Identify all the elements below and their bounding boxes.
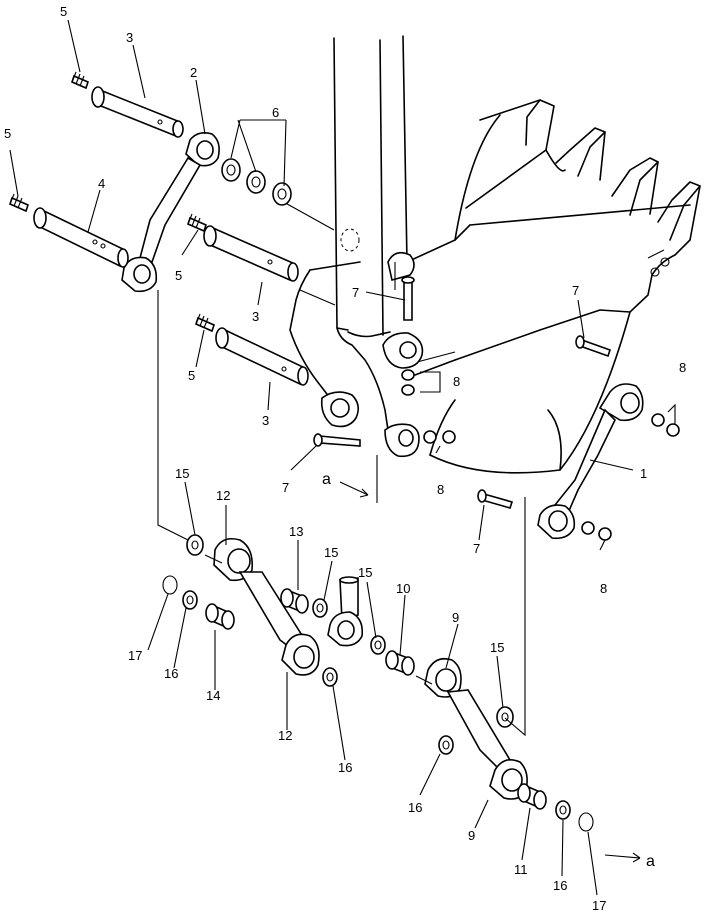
callout-3: 3 <box>262 413 269 428</box>
nuts-part-8 <box>401 369 680 541</box>
callout-17: 17 <box>128 648 142 663</box>
shims-part-6 <box>221 158 292 206</box>
callout-12: 12 <box>278 728 292 743</box>
callout-6: 6 <box>272 105 279 120</box>
callout-labels: 5 3 2 6 5 4 5 3 7 7 8 8 5 3 7 8 1 7 8 15… <box>4 4 686 913</box>
callout-7: 7 <box>572 283 579 298</box>
callout-8: 8 <box>453 374 460 389</box>
callout-5: 5 <box>4 126 11 141</box>
callout-3: 3 <box>126 30 133 45</box>
pin-part-3-lower <box>215 327 309 386</box>
part-1-link-right <box>537 383 644 540</box>
callout-14: 14 <box>206 688 220 703</box>
callout-16: 16 <box>338 760 352 775</box>
callout-17: 17 <box>592 898 606 911</box>
callout-15: 15 <box>358 565 372 580</box>
reference-mark-a: a <box>322 471 331 488</box>
callout-16: 16 <box>164 666 178 681</box>
part-9-link-right <box>415 657 528 800</box>
callout-7: 7 <box>352 285 359 300</box>
callout-15: 15 <box>175 466 189 481</box>
grease-fittings-part-5 <box>9 71 215 333</box>
callout-8: 8 <box>437 482 444 497</box>
pin-part-4 <box>33 207 129 268</box>
reference-mark-a: a <box>646 853 655 870</box>
callout-15: 15 <box>324 545 338 560</box>
callout-2: 2 <box>190 65 197 80</box>
callout-9: 9 <box>468 828 475 843</box>
callout-8: 8 <box>600 581 607 596</box>
callout-12: 12 <box>216 488 230 503</box>
callout-15: 15 <box>490 640 504 655</box>
callout-11: 11 <box>514 862 528 877</box>
leader-lines <box>9 19 676 896</box>
callout-16: 16 <box>408 800 422 815</box>
pin-part-3-middle <box>203 225 299 282</box>
callout-7: 7 <box>473 541 480 556</box>
bucket-bosses <box>320 251 424 458</box>
bolts-part-7 <box>313 276 612 509</box>
part-12-link-left <box>204 537 320 676</box>
center-lug <box>327 576 364 647</box>
callout-16: 16 <box>553 878 567 893</box>
pin-part-3-top <box>91 86 184 138</box>
callout-7: 7 <box>282 480 289 495</box>
callout-5: 5 <box>60 4 67 19</box>
arm-structure <box>279 35 408 431</box>
callout-5: 5 <box>188 368 195 383</box>
callout-4: 4 <box>98 176 105 191</box>
small-parts <box>162 534 594 832</box>
callout-8: 8 <box>679 360 686 375</box>
callout-1: 1 <box>640 466 647 481</box>
callout-13: 13 <box>289 524 303 539</box>
callout-5: 5 <box>175 268 182 283</box>
bucket <box>289 99 701 474</box>
callout-10: 10 <box>396 581 410 596</box>
callout-3: 3 <box>252 309 259 324</box>
callout-9: 9 <box>452 610 459 625</box>
part-2-link-upper <box>121 132 220 293</box>
